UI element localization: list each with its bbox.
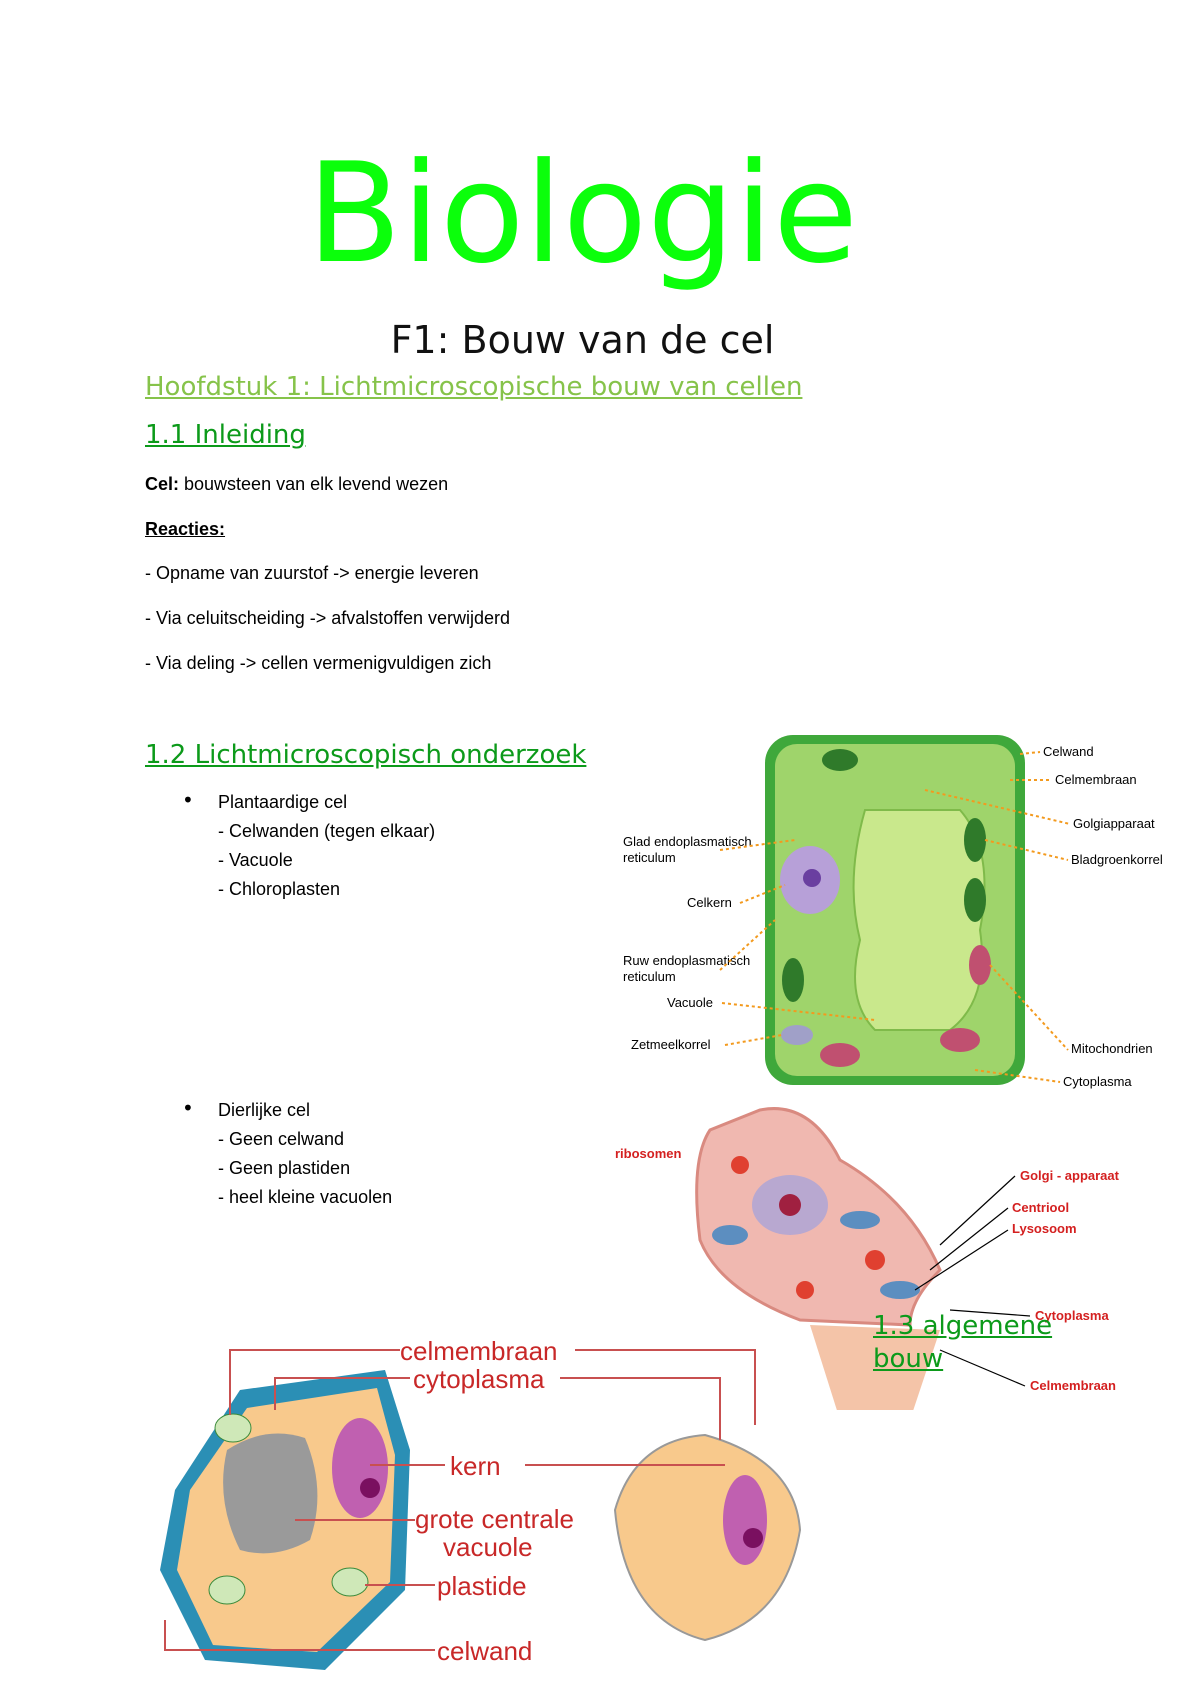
plant-nucleus-shape	[332, 1418, 388, 1518]
bullet-icon: •	[182, 788, 194, 812]
list-item: - Chloroplasten	[218, 879, 341, 899]
document-title: Biologie	[306, 133, 859, 294]
label-lysosoom: Lysosoom	[1012, 1221, 1077, 1236]
cell-comparison-figure: celmembraan cytoplasma kern grote centra…	[160, 1336, 802, 1670]
plastide-shape	[331, 1567, 369, 1597]
label-celmembraan-comp: celmembraan	[400, 1336, 558, 1366]
lysosome-shape	[865, 1250, 885, 1270]
label-zetmeelkorrel: Zetmeelkorrel	[631, 1037, 711, 1052]
label-golgi: Golgi - apparaat	[1020, 1168, 1120, 1183]
cel-term: Cel:	[145, 474, 180, 494]
label-bladgroenkorrel: Bladgroenkorrel	[1071, 852, 1163, 867]
plant-cell-label: Plantaardige cel	[218, 792, 348, 812]
animal-leader-lines	[914, 1175, 1031, 1387]
section-1-3-heading[interactable]: 1.3 algemene bouw	[873, 1310, 1052, 1376]
label-plastide-comp: plastide	[437, 1571, 527, 1601]
chloroplast-shape	[964, 818, 986, 862]
label-vacuole: Vacuole	[667, 995, 713, 1010]
section-1-3-line2: bouw	[873, 1344, 944, 1374]
label-grote-centrale: grote centrale	[415, 1504, 574, 1534]
cel-definition: Cel: bouwsteen van elk levend wezen	[145, 474, 448, 495]
chapter-heading[interactable]: Hoofdstuk 1: Lichtmicroscopische bouw va…	[145, 372, 803, 402]
reactie-item: - Via deling -> cellen vermenigvuldigen …	[145, 653, 492, 673]
mitochondrion-shape	[712, 1225, 748, 1245]
plant-cell-figure: Celwand Celmembraan Golgiapparaat Bladgr…	[623, 735, 1163, 1089]
label-celwand: Celwand	[1043, 744, 1094, 759]
mitochondrion-shape	[880, 1281, 920, 1299]
label-glad-er: Glad endoplasmatisch	[623, 834, 752, 849]
mitochondrion-shape	[969, 945, 991, 985]
plant-nucleolus-shape	[360, 1478, 380, 1498]
label-golgiapparaat: Golgiapparaat	[1073, 816, 1155, 831]
label-ruw-er-2: reticulum	[623, 969, 676, 984]
list-item: - Celwanden (tegen elkaar)	[218, 821, 436, 841]
list-item: - heel kleine vacuolen	[218, 1187, 393, 1207]
comparison-leader-lines	[164, 1349, 756, 1651]
label-cytoplasma-comp: cytoplasma	[413, 1364, 545, 1394]
label-celwand-comp: celwand	[437, 1636, 532, 1666]
mitochondrion-shape	[940, 1028, 980, 1052]
label-mitochondrien: Mitochondrien	[1071, 1041, 1153, 1056]
mitochondrion-shape	[820, 1043, 860, 1067]
lysosome-shape	[796, 1281, 814, 1299]
label-celkern: Celkern	[687, 895, 732, 910]
chloroplast-shape	[822, 749, 858, 771]
label-kern-comp: kern	[450, 1451, 501, 1481]
reacties-label: Reacties:	[145, 519, 226, 539]
plant-vacuole-shape	[223, 1433, 318, 1554]
section-1-1-heading[interactable]: 1.1 Inleiding	[145, 420, 306, 450]
label-cytoplasma-animal: Cytoplasma	[1035, 1308, 1109, 1323]
nucleolus-shape	[803, 869, 821, 887]
label-celmembraan-animal: Celmembraan	[1030, 1378, 1116, 1393]
starch-grain-shape	[781, 1025, 813, 1045]
chloroplast-shape	[782, 958, 804, 1002]
label-cytoplasma: Cytoplasma	[1063, 1074, 1132, 1089]
list-item: - Geen celwand	[218, 1129, 345, 1149]
list-item: - Vacuole	[218, 850, 293, 870]
animal-cell-list: Dierlijke cel - Geen celwand - Geen plas…	[218, 1096, 392, 1212]
cel-definition-text: bouwsteen van elk levend wezen	[179, 474, 449, 494]
animal-cell-figure: ribosomen Golgi - apparaat Centriool Lys…	[615, 1107, 1120, 1410]
label-ruw-er: Ruw endoplasmatisch	[623, 953, 750, 968]
document-subtitle: F1: Bouw van de cel	[390, 318, 775, 362]
plastide-shape	[208, 1575, 246, 1605]
animal-nucleolus-shape-2	[743, 1528, 763, 1548]
list-item: - Geen plastiden	[218, 1158, 351, 1178]
animal-nucleus-shape-2	[723, 1475, 767, 1565]
label-ribosomen: ribosomen	[615, 1146, 682, 1161]
label-glad-er-2: reticulum	[623, 850, 676, 865]
reactie-item: - Via celuitscheiding -> afvalstoffen ve…	[145, 608, 511, 628]
mitochondrion-shape	[840, 1211, 880, 1229]
bullet-icon: •	[182, 1096, 194, 1120]
label-celmembraan: Celmembraan	[1055, 772, 1137, 787]
lysosome-shape	[731, 1156, 749, 1174]
label-vacuole-comp: vacuole	[443, 1532, 533, 1562]
chloroplast-shape	[964, 878, 986, 922]
leader-lines	[719, 751, 1071, 1083]
section-1-2-heading[interactable]: 1.2 Lichtmicroscopisch onderzoek	[145, 740, 587, 770]
plant-cell-list: Plantaardige cel - Celwanden (tegen elka…	[218, 788, 435, 904]
section-1-3-line1: 1.3 algemene	[873, 1311, 1053, 1341]
animal-cell-label: Dierlijke cel	[218, 1100, 311, 1120]
plastide-shape	[214, 1413, 252, 1443]
label-centriool: Centriool	[1012, 1200, 1069, 1215]
animal-membrane-shape	[810, 1325, 940, 1410]
reactie-item: - Opname van zuurstof -> energie leveren	[145, 563, 479, 583]
animal-nucleolus-shape	[779, 1194, 801, 1216]
